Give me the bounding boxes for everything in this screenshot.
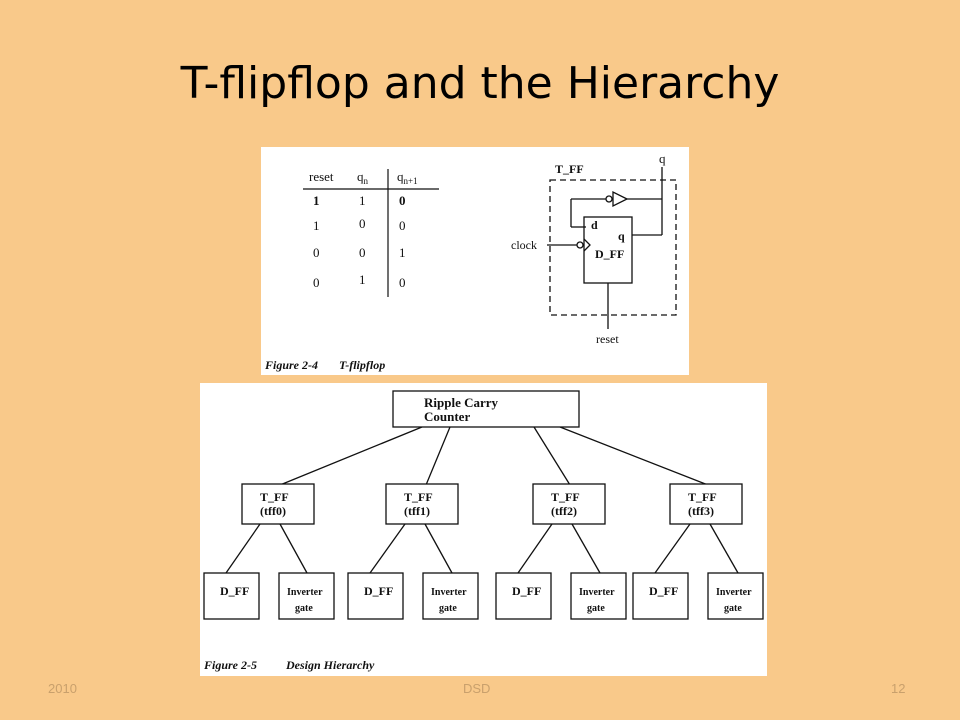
slide-title: T-flipflop and the Hierarchy xyxy=(180,58,780,109)
leaf-dff-label: D_FF xyxy=(220,584,249,598)
edge-root-tff3 xyxy=(559,426,709,486)
figure2-caption-text: Design Hierarchy xyxy=(285,658,375,672)
edge-tff3-inv xyxy=(709,523,739,574)
clock-edge-marker xyxy=(583,238,591,252)
edge-tff2-dff xyxy=(517,523,553,574)
edge-tff0-dff xyxy=(225,523,261,574)
figure2-caption-number: Figure 2-5 xyxy=(203,658,257,672)
edge-tff2-inv xyxy=(571,523,601,574)
table-header-qn: qn xyxy=(357,169,369,186)
inverter-gate xyxy=(612,190,629,208)
table-cell: 0 xyxy=(399,193,406,208)
edge-tff0-inv xyxy=(279,523,308,574)
tff-name: T_FF xyxy=(404,490,433,504)
leaf-dff-label: D_FF xyxy=(364,584,393,598)
table-cell: 0 xyxy=(399,275,406,290)
dff-label: D_FF xyxy=(595,247,624,261)
tff-name: T_FF xyxy=(688,490,717,504)
q-output-label: q xyxy=(659,151,666,166)
footer-course: DSD xyxy=(463,681,491,696)
leaf-inverter-0: Inverter gate xyxy=(278,572,335,620)
leaf-gate-label: gate xyxy=(439,603,457,614)
leaf-gate-label: gate xyxy=(295,603,313,614)
tff-instance: (tff0) xyxy=(260,504,286,518)
leaf-dff-3: D_FF xyxy=(632,572,689,620)
leaf-gate-label: gate xyxy=(587,603,605,614)
t-flipflop-figure: reset qn qn+1 1 1 0 1 0 0 0 0 1 0 1 0 xyxy=(261,147,689,375)
edge-tff1-inv xyxy=(424,523,453,574)
dff-q-label: q xyxy=(618,229,625,243)
reset-label: reset xyxy=(596,332,619,346)
table-cell: 0 xyxy=(313,275,320,290)
edge-tff3-dff xyxy=(654,523,691,574)
leaf-inverter-label: Inverter xyxy=(287,587,323,598)
table-cell: 0 xyxy=(313,245,320,260)
tff-instance: (tff3) xyxy=(688,504,714,518)
edge-root-tff0 xyxy=(279,426,423,486)
table-cell: 0 xyxy=(359,245,366,260)
leaf-inverter-label: Inverter xyxy=(579,587,615,598)
tff-instance: (tff1) xyxy=(404,504,430,518)
hierarchy-edges xyxy=(225,426,739,574)
design-hierarchy-svg: Ripple Carry Counter T_FF (tff0) T_FF (t… xyxy=(203,390,764,672)
footer-page-number: 12 xyxy=(891,681,906,696)
clock-bubble xyxy=(576,241,584,249)
t-ff-module-label: T_FF xyxy=(555,162,584,176)
leaf-dff-0: D_FF xyxy=(203,572,260,620)
tff-node-0: T_FF (tff0) xyxy=(241,483,315,525)
figure1-caption-text: T-flipflop xyxy=(339,358,385,372)
tff-name: T_FF xyxy=(260,490,289,504)
leaf-inverter-3: Inverter gate xyxy=(707,572,764,620)
truth-table: reset qn qn+1 1 1 0 1 0 0 0 0 1 0 1 0 xyxy=(303,169,439,297)
leaf-inverter-1: Inverter gate xyxy=(422,572,479,620)
clock-label: clock xyxy=(511,238,537,252)
t-ff-circuit xyxy=(547,167,677,329)
leaf-inverter-label: Inverter xyxy=(716,587,752,598)
tff-node-3: T_FF (tff3) xyxy=(669,483,743,525)
footer-year: 2010 xyxy=(48,681,77,696)
leaf-gate-label: gate xyxy=(724,603,742,614)
table-cell: 0 xyxy=(399,218,406,233)
table-cell: 1 xyxy=(359,272,366,287)
edge-tff1-dff xyxy=(369,523,406,574)
leaf-dff-1: D_FF xyxy=(347,572,404,620)
leaf-dff-label: D_FF xyxy=(512,584,541,598)
t-flipflop-svg: reset qn qn+1 1 1 0 1 0 0 0 0 1 0 1 0 xyxy=(264,151,677,372)
d-input-label: d xyxy=(591,218,598,232)
edge-root-tff1 xyxy=(425,426,451,486)
inverter-bubble xyxy=(605,195,613,203)
tff-name: T_FF xyxy=(551,490,580,504)
leaf-dff-label: D_FF xyxy=(649,584,678,598)
leaf-dff-2: D_FF xyxy=(495,572,552,620)
t-ff-boundary xyxy=(549,179,677,316)
figure1-caption-number: Figure 2-4 xyxy=(264,358,318,372)
tff-node-1: T_FF (tff1) xyxy=(385,483,459,525)
table-cell: 1 xyxy=(313,218,320,233)
tff-node-2: T_FF (tff2) xyxy=(532,483,606,525)
table-cell: 1 xyxy=(399,245,406,260)
table-header-reset: reset xyxy=(309,169,334,184)
table-header-qn1: qn+1 xyxy=(397,169,418,186)
table-cell: 0 xyxy=(359,216,366,231)
leaf-inverter-2: Inverter gate xyxy=(570,572,627,620)
table-cell: 1 xyxy=(359,193,366,208)
table-cell: 1 xyxy=(313,193,320,208)
tff-instance: (tff2) xyxy=(551,504,577,518)
root-label-line1: Ripple Carry xyxy=(424,395,499,410)
design-hierarchy-figure: Ripple Carry Counter T_FF (tff0) T_FF (t… xyxy=(200,383,767,676)
root-label-line2: Counter xyxy=(424,409,470,424)
root-node: Ripple Carry Counter xyxy=(392,390,580,428)
edge-root-tff2 xyxy=(533,426,571,486)
leaf-inverter-label: Inverter xyxy=(431,587,467,598)
